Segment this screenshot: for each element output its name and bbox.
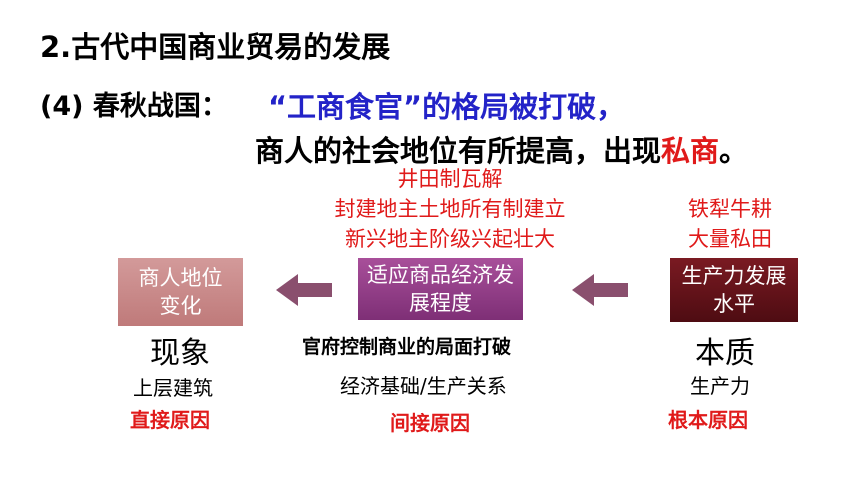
middle-column-reason: 间接原因 — [390, 411, 470, 435]
statement-line-2: 商人的社会地位有所提高，出现私商。 — [255, 128, 748, 170]
middle-column-sub: 经济基础/生产关系 — [340, 374, 507, 398]
middle-cause-item: 封建地主土地所有制建立 — [334, 197, 566, 221]
section-label: (4) 春秋战国： — [40, 91, 228, 122]
middle-column-main: 官府控制商业的局面打破 — [302, 336, 512, 358]
middle-causes: 井田制瓦解 封建地主土地所有制建立 新兴地主阶级兴起壮大 — [305, 164, 595, 254]
right-column-reason: 根本原因 — [668, 408, 748, 432]
right-causes: 铁犁牛耕 大量私田 — [660, 194, 800, 254]
statement-highlight: 私商 — [661, 134, 720, 168]
right-column-sub: 生产力 — [690, 374, 750, 398]
box-commodity-economy-label: 适应商品经济发展程度 — [367, 263, 514, 315]
middle-cause-item: 井田制瓦解 — [397, 167, 503, 191]
left-column-sub: 上层建筑 — [133, 376, 213, 400]
box-merchant-status-label: 商人地位变化 — [138, 266, 223, 318]
arrow-left-icon — [572, 274, 628, 306]
left-column-main: 现象 — [150, 336, 210, 371]
middle-cause-item: 新兴地主阶级兴起壮大 — [345, 227, 555, 251]
box-commodity-economy: 适应商品经济发展程度 — [358, 258, 523, 320]
statement-line-2-text: 商人的社会地位有所提高，出现 — [255, 134, 662, 168]
statement-line-1: “工商食官”的格局被打破， — [268, 90, 626, 124]
statement-line-2-suffix: 。 — [719, 134, 749, 168]
left-column-reason: 直接原因 — [130, 408, 210, 432]
right-column-main: 本质 — [695, 336, 755, 371]
right-cause-item: 铁犁牛耕 — [688, 197, 772, 221]
arrow-left-icon — [276, 274, 332, 306]
box-productivity-label: 生产力发展水平 — [681, 264, 787, 316]
right-cause-item: 大量私田 — [688, 227, 772, 251]
box-merchant-status: 商人地位变化 — [118, 258, 243, 326]
slide-heading: 2.古代中国商业贸易的发展 — [40, 30, 391, 64]
box-productivity: 生产力发展水平 — [670, 258, 798, 322]
